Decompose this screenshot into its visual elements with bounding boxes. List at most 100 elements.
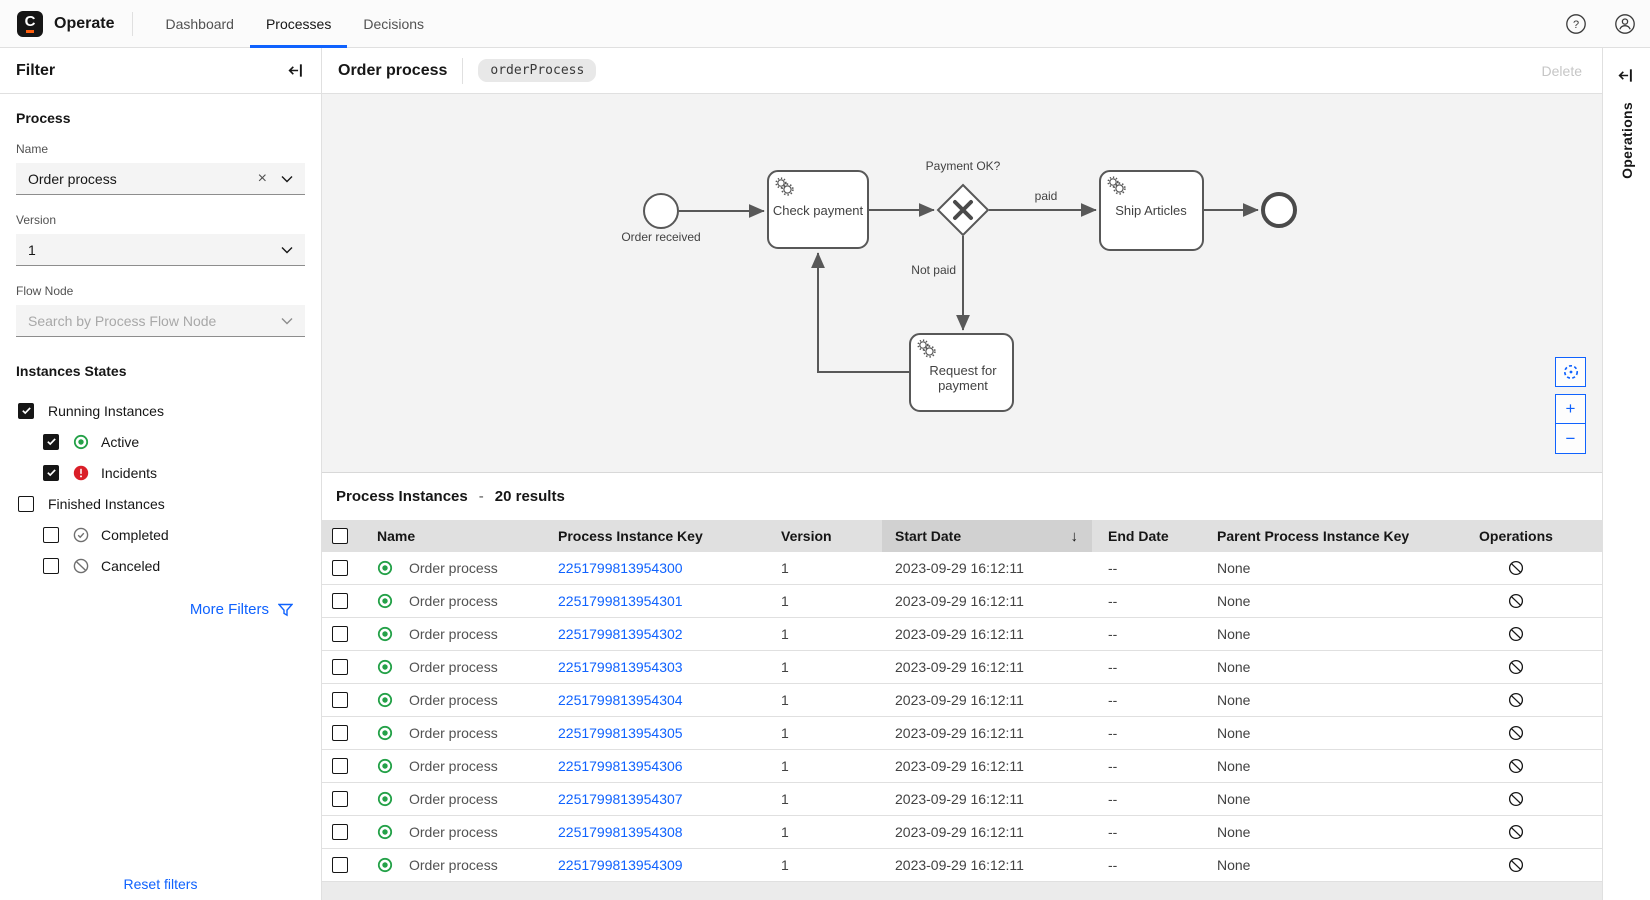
column-header-process-instance-key[interactable]: Process Instance Key [558,528,703,544]
cancel-operation-button[interactable] [1508,725,1524,741]
column-header-operations[interactable]: Operations [1479,528,1553,544]
cancel-operation-button[interactable] [1508,626,1524,642]
active-state-icon [377,560,393,576]
instance-key-link[interactable]: 2251799813954301 [558,593,683,609]
zoom-out-button[interactable]: − [1555,424,1586,454]
version-select[interactable]: 1 [16,234,305,266]
row-checkbox[interactable] [332,560,348,576]
cancel-operation-button[interactable] [1508,824,1524,840]
task-check-payment-label: Check payment [773,203,864,218]
state-filter-completed[interactable]: Completed [16,519,305,550]
row-checkbox[interactable] [332,692,348,708]
instance-key-link[interactable]: 2251799813954305 [558,725,683,741]
tab-decisions[interactable]: Decisions [363,15,425,32]
process-name-select[interactable]: Order process × [16,163,305,195]
column-header-name[interactable]: Name [377,528,416,544]
instance-key-link[interactable]: 2251799813954309 [558,857,683,873]
column-header-parent-process-instance-key[interactable]: Parent Process Instance Key [1217,528,1410,544]
active-state-icon [377,824,393,840]
bpmn-diagram-canvas[interactable]: Order received Check payment Payment OK?… [322,94,1602,472]
expand-operations-panel-icon[interactable] [1618,67,1635,84]
state-filter-active[interactable]: Active [16,426,305,457]
state-checkbox[interactable] [43,557,59,574]
instance-version: 1 [781,593,789,609]
reset-viewport-button[interactable] [1555,357,1586,387]
instance-key-link[interactable]: 2251799813954308 [558,824,683,840]
row-checkbox[interactable] [332,791,348,807]
instance-version: 1 [781,725,789,741]
state-label: Incidents [101,464,158,481]
cancel-operation-button[interactable] [1508,791,1524,807]
cancel-operation-button[interactable] [1508,692,1524,708]
active-state-icon [377,593,393,609]
row-checkbox[interactable] [332,857,348,873]
instance-start-date: 2023-09-29 16:12:11 [895,659,1024,675]
delete-button[interactable]: Delete [1541,62,1582,79]
cancel-operation-button[interactable] [1508,560,1524,576]
help-icon[interactable]: ? [1565,13,1587,35]
instance-key-link[interactable]: 2251799813954300 [558,560,683,576]
instance-key-link[interactable]: 2251799813954303 [558,659,683,675]
clear-selection-icon[interactable]: × [257,169,267,187]
cancel-operation-button[interactable] [1508,857,1524,873]
state-filter-incidents[interactable]: Incidents [16,457,305,488]
state-filter-running-instances[interactable]: Running Instances [16,395,305,426]
state-checkbox[interactable] [18,402,34,419]
zoom-in-button[interactable]: + [1555,394,1586,424]
column-header-start-date[interactable]: Start Date↓ [882,520,1092,552]
more-filters-button[interactable]: More Filters [16,601,293,618]
row-checkbox[interactable] [332,725,348,741]
row-checkbox[interactable] [332,626,348,642]
flow-request-to-check[interactable] [811,252,910,373]
end-event[interactable] [1261,192,1297,228]
row-checkbox[interactable] [332,758,348,774]
instance-start-date: 2023-09-29 16:12:11 [895,758,1024,774]
active-state-icon [377,659,393,675]
column-header-version[interactable]: Version [781,528,832,544]
state-checkbox[interactable] [43,464,59,481]
tab-processes[interactable]: Processes [249,0,348,48]
instance-key-link[interactable]: 2251799813954304 [558,692,683,708]
select-all-checkbox[interactable] [332,528,348,544]
row-checkbox[interactable] [332,593,348,609]
task-request-for-payment[interactable] [909,333,1014,412]
instance-version: 1 [781,692,789,708]
instance-name: Order process [409,857,498,873]
reset-filters-button[interactable]: Reset filters [123,876,198,892]
state-filter-canceled[interactable]: Canceled [16,550,305,581]
task-ship-articles[interactable] [1099,170,1204,251]
process-title: Order process [338,61,448,79]
cancel-operation-button[interactable] [1508,758,1524,774]
instance-version: 1 [781,791,789,807]
cancel-operation-button[interactable] [1508,593,1524,609]
state-checkbox[interactable] [18,495,34,512]
instance-end-date: -- [1108,692,1118,708]
tab-dashboard[interactable]: Dashboard [165,15,234,32]
start-event-order-received[interactable] [643,193,679,229]
collapse-filters-panel-icon[interactable] [288,62,305,79]
instance-key-link[interactable]: 2251799813954306 [558,758,683,774]
version-field-label: Version [16,213,57,227]
state-checkbox[interactable] [43,433,59,450]
flow-node-select[interactable]: Search by Process Flow Node [16,305,305,337]
divider [462,57,464,84]
instance-key-link[interactable]: 2251799813954307 [558,791,683,807]
cancel-operation-button[interactable] [1508,659,1524,675]
instance-key-link[interactable]: 2251799813954302 [558,626,683,642]
state-checkbox[interactable] [43,526,59,543]
column-header-end-date[interactable]: End Date [1108,528,1169,544]
row-checkbox[interactable] [332,824,348,840]
row-checkbox[interactable] [332,659,348,675]
user-avatar-icon[interactable] [1614,13,1636,35]
state-filter-finished-instances[interactable]: Finished Instances [16,488,305,519]
